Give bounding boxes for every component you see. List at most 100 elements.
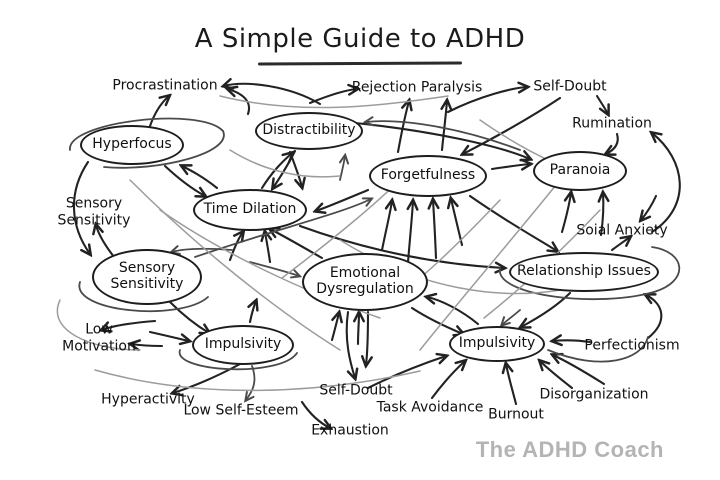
connection-arrow — [358, 313, 359, 346]
label-sensory-sensitivity-label: Sensory Sensitivity — [57, 195, 131, 228]
node-label: Relationship Issues — [517, 263, 651, 280]
connection-arrow — [246, 365, 256, 400]
connection-arrow — [163, 164, 205, 196]
node-relationship-issues: Relationship Issues — [509, 252, 659, 292]
connection-arrow — [553, 340, 592, 342]
node-label: Distractibility — [262, 122, 356, 139]
connection-arrow — [343, 120, 530, 159]
connection-arrow — [131, 344, 164, 346]
connection-arrow — [219, 95, 449, 109]
node-label: Paranoia — [549, 162, 611, 179]
connection-arrow — [451, 199, 464, 247]
node-forgetfulness: Forgetfulness — [369, 155, 487, 197]
node-hyperfocus: Hyperfocus — [80, 125, 184, 165]
node-label: Emotional Dysregulation — [316, 265, 414, 297]
connection-arrow — [468, 194, 557, 251]
node-impulsivity-right: Impulsivity — [449, 326, 545, 362]
connection-arrow — [316, 188, 370, 211]
connection-arrow — [182, 166, 219, 190]
label-low-motivation: Low Motivation — [62, 321, 136, 354]
connection-arrow — [502, 309, 521, 325]
connection-arrow — [490, 164, 530, 169]
label-self-doubt-top: Self-Doubt — [533, 78, 607, 95]
connection-arrow — [330, 313, 339, 342]
connection-arrow — [408, 201, 413, 264]
connection-arrow — [179, 349, 298, 371]
node-label: Forgetfulness — [380, 167, 476, 184]
connection-arrow — [606, 132, 619, 154]
node-paranoia: Paranoia — [533, 151, 627, 191]
label-low-self-esteem: Low Self-Esteem — [183, 402, 299, 419]
label-exhaustion: Exhaustion — [311, 422, 389, 439]
connection-arrow — [148, 96, 169, 128]
label-procrastination: Procrastination — [112, 77, 218, 94]
connection-arrow — [442, 101, 447, 152]
connection-arrow — [345, 310, 355, 378]
node-distractibility: Distractibility — [255, 112, 363, 150]
connection-arrow — [651, 246, 681, 293]
connection-arrow — [102, 319, 157, 330]
connection-arrow — [78, 281, 209, 312]
connection-arrow — [652, 133, 681, 234]
connection-arrow — [250, 301, 256, 324]
node-label: Impulsivity — [458, 335, 536, 352]
connection-arrow — [463, 96, 562, 154]
connection-arrow — [94, 369, 421, 392]
label-self-doubt-bottom: Self-Doubt — [319, 382, 393, 399]
connection-arrow — [340, 156, 345, 181]
node-label: Sensory Sensitivity — [110, 260, 184, 292]
connection-arrow — [553, 355, 606, 386]
node-emotional-dysregulation: Emotional Dysregulation — [302, 253, 428, 311]
node-time-dilation: Time Dilation — [193, 189, 307, 231]
label-rejection-paralysis: Rejection Paralysis — [351, 79, 483, 96]
connection-arrow — [366, 310, 368, 365]
connection-arrow — [430, 361, 465, 400]
label-rumination: Rumination — [572, 115, 652, 132]
connection-arrow — [521, 291, 572, 327]
connection-arrow — [72, 160, 90, 254]
connection-arrow — [366, 356, 446, 390]
connection-arrow — [419, 179, 561, 351]
connection-arrow — [298, 224, 504, 268]
connection-arrow — [69, 117, 224, 151]
node-impulsivity-left: Impulsivity — [192, 325, 294, 365]
label-disorganization: Disorganization — [539, 386, 649, 403]
connection-arrow — [547, 336, 649, 363]
node-label: Impulsivity — [204, 336, 282, 353]
connection-arrow — [56, 299, 141, 351]
connection-arrow — [595, 94, 608, 114]
connection-arrow — [300, 400, 330, 428]
connection-arrow — [641, 194, 658, 220]
connection-arrow — [646, 295, 663, 340]
connection-arrow — [260, 153, 292, 190]
connection-arrow — [249, 261, 299, 276]
connection-arrow — [308, 89, 357, 105]
connection-arrow — [366, 121, 521, 151]
connection-arrow — [224, 84, 322, 106]
node-label: Time Dilation — [203, 201, 297, 218]
connection-arrow — [506, 364, 518, 406]
connection-arrow — [560, 193, 571, 234]
connection-arrow — [540, 361, 574, 390]
label-task-avoidance: Task Avoidance — [376, 399, 484, 416]
connection-arrow — [410, 306, 463, 334]
connection-arrow — [380, 201, 392, 252]
node-label: Hyperfocus — [92, 136, 172, 153]
connection-arrow — [228, 89, 250, 116]
label-burnout: Burnout — [488, 406, 544, 423]
connection-arrow — [148, 330, 189, 341]
connection-arrow — [446, 87, 527, 114]
label-hyperactivity: Hyperactivity — [101, 391, 195, 408]
connection-arrow — [499, 267, 655, 301]
label-perfectionism: Perfectionism — [584, 337, 680, 354]
connection-arrow — [265, 232, 270, 264]
label-soial-anxiety: Soial Anxiety — [576, 222, 668, 239]
connection-arrow — [229, 149, 341, 178]
connection-arrow — [396, 101, 409, 154]
watermark: The ADHD Coach — [475, 437, 664, 462]
connection-arrow — [194, 199, 371, 258]
connection-arrow — [433, 200, 436, 260]
connection-arrow — [601, 193, 603, 237]
